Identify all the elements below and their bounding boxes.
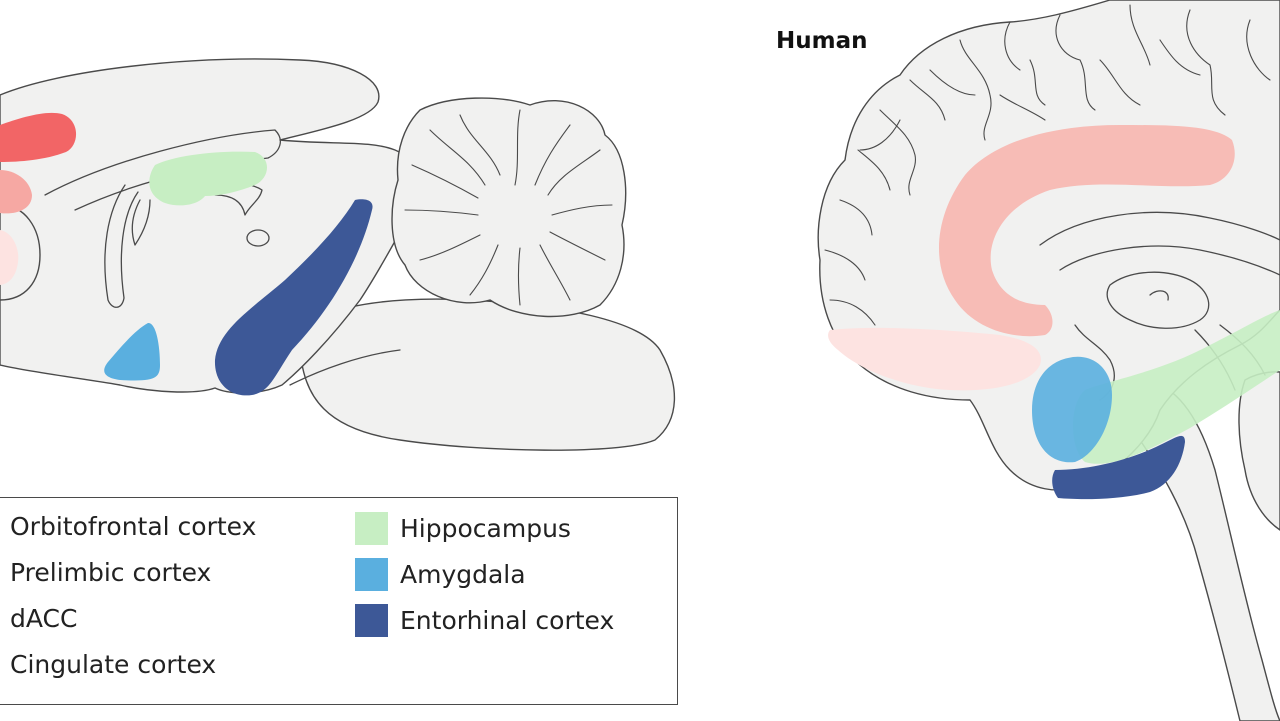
human-hippocampus <box>1072 310 1280 464</box>
human-pineal <box>1149 290 1169 301</box>
rodent-fornix <box>104 184 139 308</box>
legend-swatch-hippocampus <box>355 512 388 545</box>
rodent-ventricle <box>131 199 151 246</box>
human-cerebellum <box>1238 371 1280 531</box>
legend-label: dACC <box>10 604 78 633</box>
legend-item-orbitofrontal: Orbitofrontal cortex <box>10 512 256 541</box>
legend-label: Prelimbic cortex <box>10 558 212 587</box>
legend-item-dacc: dACC <box>10 604 77 633</box>
rodent-brainstem <box>299 298 676 451</box>
human-thalamus <box>1106 271 1210 329</box>
legend: Orbitofrontal cortex Prelimbic cortex dA… <box>0 497 678 705</box>
legend-item-cingulate: Cingulate cortex <box>10 650 216 679</box>
legend-item-prelimbic: Prelimbic cortex <box>10 558 211 587</box>
rodent-midbrain-line <box>289 349 401 386</box>
rodent-prelimbic-cortex <box>0 170 32 214</box>
legend-item-hippocampus: Hippocampus <box>355 512 571 545</box>
legend-label: Orbitofrontal cortex <box>10 512 257 541</box>
panel-title-human: Human <box>776 28 868 54</box>
rodent-amygdala <box>104 322 160 381</box>
legend-label: Hippocampus <box>400 514 571 543</box>
legend-label: Entorhinal cortex <box>400 606 615 635</box>
legend-swatch-amygdala <box>355 558 388 591</box>
legend-item-amygdala: Amygdala <box>355 558 526 591</box>
rodent-brain <box>0 58 676 451</box>
legend-item-entorhinal: Entorhinal cortex <box>355 604 614 637</box>
legend-swatch-entorhinal <box>355 604 388 637</box>
rodent-orbitofrontal-cortex <box>0 112 77 162</box>
human-gyri <box>824 4 1271 326</box>
rodent-cerebellum <box>391 97 627 318</box>
legend-label: Cingulate cortex <box>10 650 217 679</box>
human-corpus-callosum <box>1039 211 1280 276</box>
rodent-hippocampus <box>149 151 268 206</box>
human-cingulate-cortex <box>938 125 1235 337</box>
human-entorhinal-cortex <box>1052 435 1185 500</box>
rodent-entorhinal-cortex <box>214 199 373 396</box>
human-brain <box>817 0 1280 721</box>
rodent-dacc <box>0 230 19 285</box>
legend-label: Amygdala <box>400 560 526 589</box>
rodent-small-nucleus <box>246 229 270 247</box>
human-orbitofrontal-cortex <box>828 327 1041 391</box>
rodent-cerebellum-folia <box>404 109 613 306</box>
human-amygdala <box>1032 356 1112 463</box>
